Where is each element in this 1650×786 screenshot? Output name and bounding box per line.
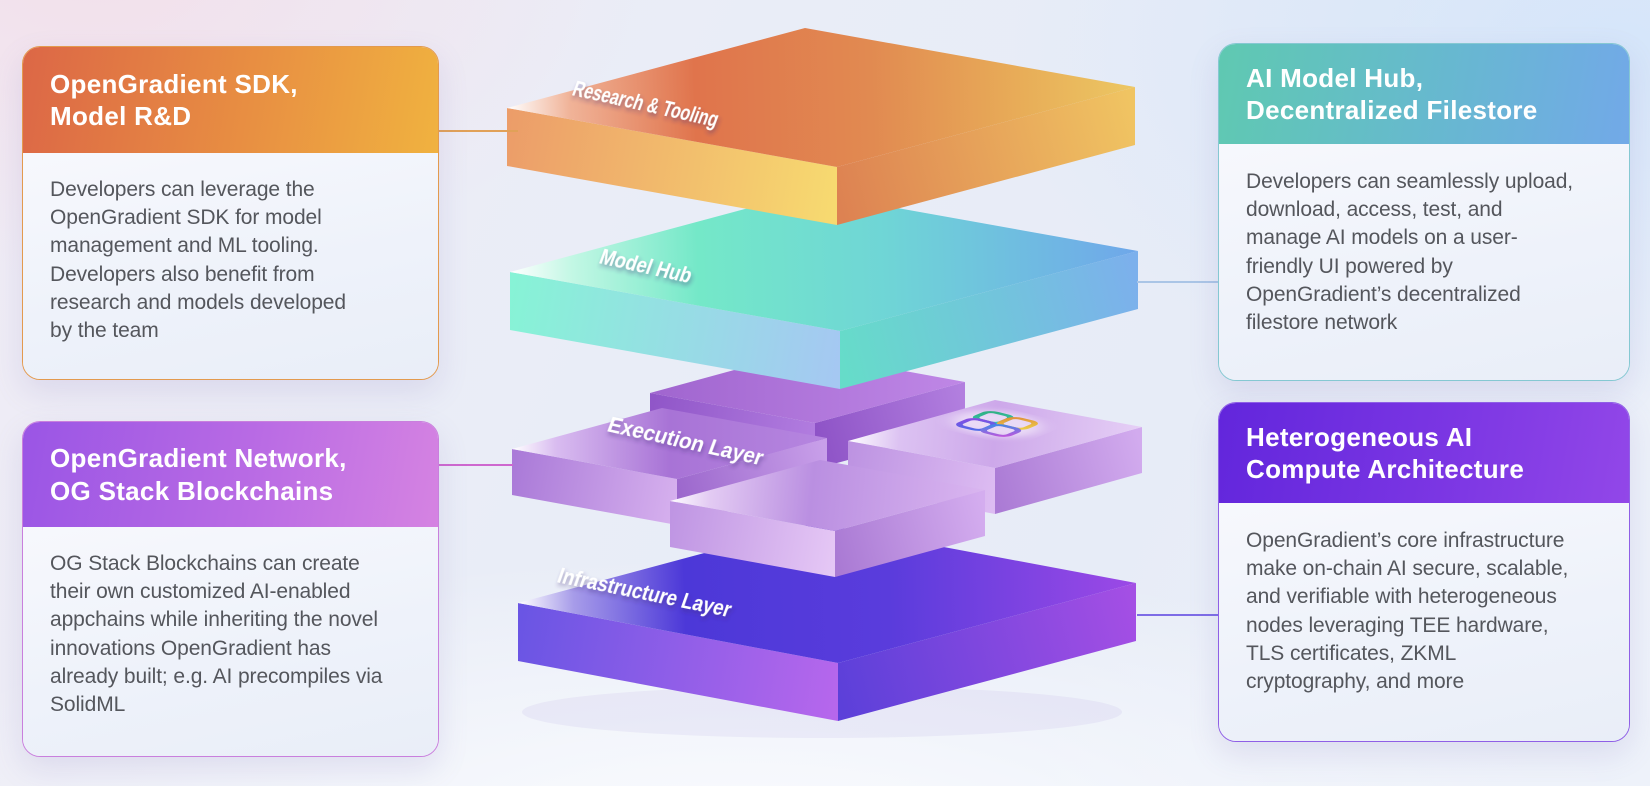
block-right-face <box>995 427 1142 514</box>
connector-modelhub-line <box>1137 281 1218 283</box>
card-sdk-description: Developers can leverage the OpenGradient… <box>23 153 438 379</box>
opengradient-logo-icon <box>953 410 1041 438</box>
logo-square-bottom-right <box>980 424 1022 437</box>
block-left-face <box>670 501 835 577</box>
connector-compute-line <box>1137 614 1218 616</box>
infrastructure-left-face <box>518 603 838 721</box>
model-hub-top-face <box>510 192 1138 331</box>
card-heterogeneous-compute: Heterogeneous AI Compute Architecture Op… <box>1218 402 1630 742</box>
layer-research-tooling <box>507 28 1135 225</box>
card-network-title: OpenGradient Network, OG Stack Blockchai… <box>23 422 438 527</box>
research-left-face <box>507 108 837 225</box>
model-hub-right-face <box>840 251 1138 389</box>
card-sdk-title: OpenGradient SDK, Model R&D <box>23 47 438 153</box>
card-modelhub-description: Developers can seamlessly upload, downlo… <box>1219 144 1629 380</box>
block-right-face <box>835 490 985 577</box>
connector-sdk-line <box>437 130 518 132</box>
infrastructure-top-face <box>518 523 1136 663</box>
research-top-face <box>507 28 1135 167</box>
research-right-face <box>837 87 1135 225</box>
connector-network-line <box>437 464 513 466</box>
layer-infrastructure <box>518 523 1136 721</box>
card-compute-description: OpenGradient’s core infrastructure make … <box>1219 503 1629 741</box>
block-top-face <box>512 408 827 479</box>
card-modelhub-title: AI Model Hub, Decentralized Filestore <box>1219 44 1629 144</box>
card-ai-model-hub: AI Model Hub, Decentralized Filestore De… <box>1218 43 1630 381</box>
execution-block-south <box>670 460 985 577</box>
block-left-face <box>512 449 677 525</box>
block-top-face <box>670 460 985 531</box>
model-hub-left-face <box>510 272 840 389</box>
layer-execution <box>512 352 1142 577</box>
card-network-description: OG Stack Blockchains can create their ow… <box>23 527 438 756</box>
layer-model-hub <box>510 192 1138 389</box>
infrastructure-right-face <box>838 583 1136 721</box>
card-compute-title: Heterogeneous AI Compute Architecture <box>1219 403 1629 503</box>
card-opengradient-network: OpenGradient Network, OG Stack Blockchai… <box>22 421 439 757</box>
card-opengradient-sdk: OpenGradient SDK, Model R&D Developers c… <box>22 46 439 380</box>
